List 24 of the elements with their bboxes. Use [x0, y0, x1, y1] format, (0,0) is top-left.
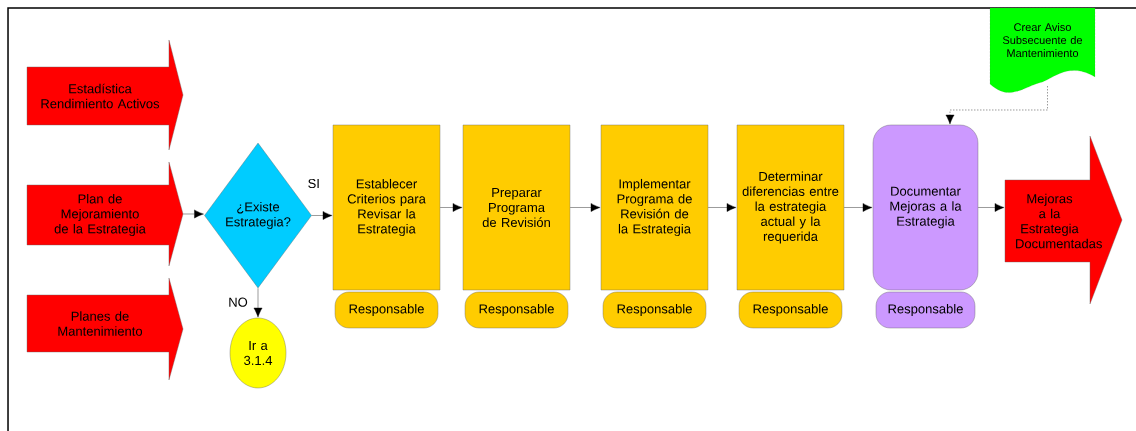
arrow	[570, 203, 601, 212]
role-label: Responsable	[738, 291, 843, 329]
process-box: Preparar Programa de Revisión	[462, 124, 571, 291]
arrow	[311, 211, 333, 220]
input-banner: Planes de Mantenimiento	[26, 277, 184, 381]
process-box: Establecer Criterios para Revisar la Estrategia	[332, 124, 441, 291]
arrow	[844, 203, 873, 212]
arrow	[708, 203, 737, 212]
input-banner: Estadística Rendimiento Activos	[26, 39, 184, 151]
role-label: Responsable	[464, 291, 569, 329]
process-box: Determinar diferencias entre la estrategia actual y la requerida	[736, 124, 845, 291]
arrow	[253, 288, 263, 318]
process-box: Documentar Mejoras a la Estrategia	[872, 124, 979, 291]
role-label: Responsable	[875, 291, 976, 329]
role-label: Responsable	[602, 291, 707, 329]
arrow	[945, 85, 1048, 125]
arrow	[183, 209, 204, 219]
arrow	[440, 203, 463, 212]
process-box: Implementar Programa de Revisión de la Estrategia	[600, 124, 709, 291]
edge-label: NO	[229, 297, 248, 307]
arrow	[978, 203, 1005, 212]
input-banner: Plan de Mejoramiento de la Estrategia	[26, 161, 184, 267]
role-label: Responsable	[334, 291, 439, 329]
output-banner: Mejoras a la Estrategia Documentadas	[1004, 135, 1123, 305]
